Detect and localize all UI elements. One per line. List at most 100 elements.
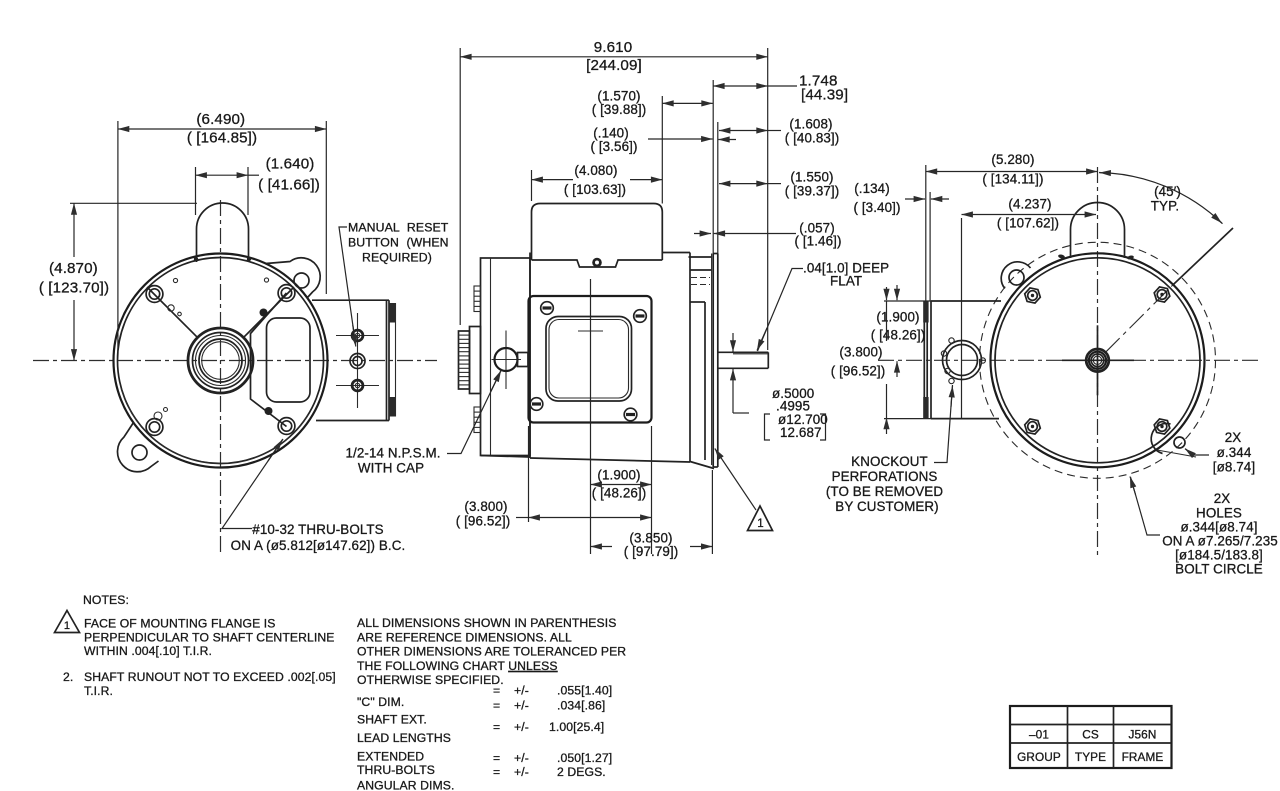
svg-text:( [48.26]): ( [48.26])	[592, 486, 647, 501]
svg-text:( [1.46]): ( [1.46])	[794, 234, 841, 249]
svg-text:ø.344[ø8.74]: ø.344[ø8.74]	[1180, 520, 1257, 535]
svg-text:=: =	[493, 684, 500, 698]
svg-text:(5.280): (5.280)	[991, 152, 1034, 167]
svg-text:J56N: J56N	[1129, 728, 1157, 742]
svg-text:PERPENDICULAR TO SHAFT CENT: PERPENDICULAR TO SHAFT CENTERLINE	[84, 631, 335, 645]
svg-text:(1.640): (1.640)	[266, 156, 315, 173]
svg-text:(3.850): (3.850)	[629, 531, 672, 546]
svg-text:( [164.85]): ( [164.85])	[187, 130, 257, 147]
svg-text:+/-: +/-	[514, 751, 529, 765]
svg-text:.04[1.0] DEEP: .04[1.0] DEEP	[803, 261, 889, 276]
svg-text:PERFORATIONS: PERFORATIONS	[832, 469, 938, 484]
svg-text:[244.09]: [244.09]	[586, 57, 642, 74]
svg-text:THRU-BOLTS: THRU-BOLTS	[357, 763, 435, 777]
svg-text:(3.800): (3.800)	[464, 499, 507, 514]
svg-text:CS: CS	[1082, 728, 1099, 742]
svg-text:(6.490): (6.490)	[196, 111, 245, 128]
svg-text:.055[1.40]: .055[1.40]	[557, 684, 612, 698]
svg-text:( [48.26]): ( [48.26])	[871, 328, 926, 343]
svg-text:REQUIRED): REQUIRED)	[362, 251, 432, 265]
svg-text:SHAFT RUNOUT NOT TO EXCEED: SHAFT RUNOUT NOT TO EXCEED .002[.05]	[84, 670, 336, 684]
svg-text:( [107.62]): ( [107.62])	[997, 216, 1059, 231]
svg-text:=: =	[493, 765, 500, 779]
svg-text:( [97.79]): ( [97.79])	[624, 544, 679, 559]
svg-text:ON A ø7.265/7.235: ON A ø7.265/7.235	[1162, 534, 1278, 549]
svg-text:HOLES: HOLES	[1196, 506, 1242, 521]
svg-text:12.687: 12.687	[780, 425, 822, 440]
svg-text:+/-: +/-	[514, 765, 529, 779]
svg-text:BUTTON (WHEN: BUTTON (WHEN	[348, 236, 449, 250]
svg-text:(1.900): (1.900)	[876, 310, 919, 325]
svg-text:2 DEGS.: 2 DEGS.	[557, 765, 606, 779]
svg-text:FLAT: FLAT	[830, 274, 862, 289]
svg-text:( [123.70]): ( [123.70])	[39, 280, 109, 297]
svg-text:(.134): (.134)	[854, 181, 890, 196]
svg-text:+/-: +/-	[514, 684, 529, 698]
svg-text:( [96.52]): ( [96.52])	[456, 514, 511, 529]
svg-text:2X: 2X	[1225, 430, 1242, 445]
svg-text:1: 1	[64, 620, 70, 632]
svg-text:1/2-14 N.P.S.M.: 1/2-14 N.P.S.M.	[345, 446, 440, 461]
svg-text:#10-32 THRU-BOLTS: #10-32 THRU-BOLTS	[252, 522, 383, 537]
svg-text:( [3.40]): ( [3.40])	[853, 200, 900, 215]
svg-text:TYP.: TYP.	[1151, 199, 1179, 214]
svg-text:(4.237): (4.237)	[1008, 197, 1051, 212]
svg-text:( [39.88]): ( [39.88])	[592, 102, 647, 117]
svg-text:–01: –01	[1029, 728, 1049, 742]
svg-text:( [134.11]): ( [134.11])	[982, 172, 1043, 187]
svg-text:EXTENDED: EXTENDED	[357, 750, 424, 764]
svg-text:ARE REFERENCE DIMENSIONS.: ARE REFERENCE DIMENSIONS. ALL	[357, 630, 572, 644]
svg-text:THE FOLLOWING CHART UNLESS: THE FOLLOWING CHART UNLESS	[357, 659, 558, 673]
svg-text:T.I.R.: T.I.R.	[84, 684, 113, 698]
svg-text:ANGULAR DIMS.: ANGULAR DIMS.	[357, 779, 454, 791]
svg-text:.4995: .4995	[776, 399, 810, 414]
svg-text:9.610: 9.610	[594, 39, 633, 56]
svg-text:[ø8.74]: [ø8.74]	[1213, 460, 1255, 475]
svg-text:FACE OF MOUNTING FLANGE IS: FACE OF MOUNTING FLANGE IS	[84, 617, 276, 631]
svg-text:+/-: +/-	[514, 720, 529, 734]
svg-text:GROUP: GROUP	[1017, 750, 1061, 764]
svg-text:( [3.56]): ( [3.56])	[590, 139, 637, 154]
svg-text:2X: 2X	[1214, 491, 1231, 506]
svg-text:FRAME: FRAME	[1122, 750, 1164, 764]
svg-text:+/-: +/-	[514, 699, 529, 713]
svg-text:"C" DIM.: "C" DIM.	[357, 695, 404, 709]
svg-text:(TO BE REMOVED: (TO BE REMOVED	[826, 484, 943, 499]
svg-text:(4.870): (4.870)	[49, 260, 98, 277]
svg-text:(1.570): (1.570)	[597, 89, 640, 104]
svg-text:[ø184.5/183.8]: [ø184.5/183.8]	[1175, 548, 1263, 563]
svg-text:1: 1	[757, 518, 764, 530]
svg-text:OTHER DIMENSIONS ARE TOLERA: OTHER DIMENSIONS ARE TOLERANCED PER	[357, 645, 626, 659]
svg-text:[44.39]: [44.39]	[801, 87, 848, 104]
svg-text:LEAD LENGTHS: LEAD LENGTHS	[357, 731, 451, 745]
svg-text:=: =	[493, 720, 500, 734]
svg-text:BY CUSTOMER): BY CUSTOMER)	[835, 499, 938, 514]
svg-text:SHAFT EXT.: SHAFT EXT.	[357, 713, 427, 727]
svg-text:NOTES:: NOTES:	[83, 593, 129, 607]
svg-text:OTHERWISE SPECIFIED.: OTHERWISE SPECIFIED.	[357, 673, 504, 687]
svg-text:(1.900): (1.900)	[597, 468, 640, 483]
svg-text:1.00[25.4]: 1.00[25.4]	[549, 720, 604, 734]
svg-text:.034[.86]: .034[.86]	[557, 699, 605, 713]
svg-text:.050[1.27]: .050[1.27]	[557, 751, 612, 765]
svg-text:=: =	[493, 699, 500, 713]
svg-text:(4.080): (4.080)	[574, 163, 617, 178]
svg-text:ON A (ø5.812[ø147.62]) B.C.: ON A (ø5.812[ø147.62]) B.C.	[231, 538, 406, 553]
svg-text:=: =	[493, 751, 500, 765]
svg-text:( [40.83]): ( [40.83])	[785, 131, 840, 146]
svg-text:ø12.700: ø12.700	[778, 412, 828, 427]
svg-text:1.748: 1.748	[799, 73, 838, 90]
svg-text:(1.550): (1.550)	[790, 170, 833, 185]
svg-text:BOLT CIRCLE: BOLT CIRCLE	[1175, 562, 1263, 577]
svg-text:( [41.66]): ( [41.66])	[258, 177, 320, 194]
svg-text:ø.5000: ø.5000	[772, 386, 814, 401]
svg-text:MANUAL RESET: MANUAL RESET	[348, 221, 449, 235]
svg-text:(1.608): (1.608)	[789, 117, 832, 132]
svg-text:(.140): (.140)	[593, 126, 629, 141]
svg-text:(45′): (45′)	[1154, 184, 1181, 199]
svg-text:ALL DIMENSIONS SHOWN IN PA: ALL DIMENSIONS SHOWN IN PARENTHESIS	[357, 616, 616, 630]
svg-text:TYPE: TYPE	[1075, 750, 1106, 764]
svg-text:WITHIN .004[.10] T.I.R.: WITHIN .004[.10] T.I.R.	[84, 644, 212, 658]
svg-text:(.057): (.057)	[799, 221, 835, 236]
svg-text:( [96.52]): ( [96.52])	[831, 364, 886, 379]
